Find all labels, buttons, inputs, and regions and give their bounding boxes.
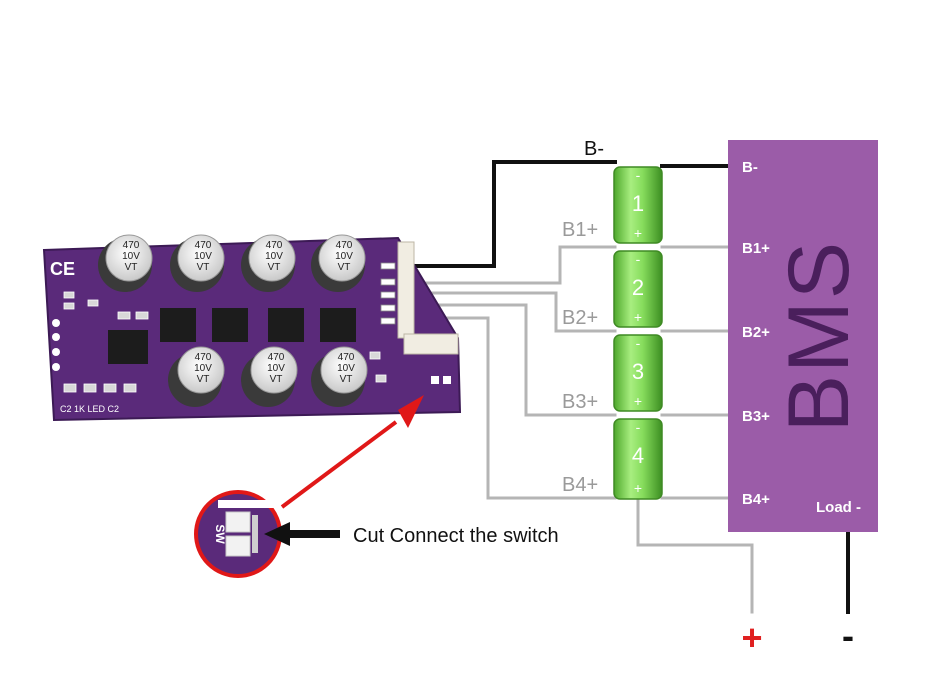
svg-text:VT: VT (197, 374, 210, 385)
svg-text:470: 470 (338, 352, 355, 363)
wire-b3 (410, 303, 617, 417)
bms-terminal-b-minus: B- (742, 159, 758, 176)
svg-text:470: 470 (195, 240, 212, 251)
svg-text:+: + (634, 225, 642, 241)
capacitors-bottom: 470 10V VT 470 10V VT 470 10V VT (168, 346, 368, 407)
zoom-pad-bottom (225, 535, 251, 557)
svg-text:470: 470 (268, 352, 285, 363)
wire-labels: B- B1+ B2+ B3+ B4+ (562, 138, 604, 496)
callout-arrowhead (398, 395, 424, 428)
wire-b4 (410, 316, 617, 500)
svg-text:10V: 10V (335, 251, 353, 262)
svg-text:+: + (634, 393, 642, 409)
svg-text:10V: 10V (194, 363, 212, 374)
svg-text:+: + (634, 309, 642, 325)
svg-text:-: - (636, 167, 641, 183)
jst-connector (397, 241, 415, 339)
wire-b-minus (410, 160, 617, 268)
label-b3: B3+ (562, 391, 598, 413)
cell-number-3: 3 (632, 359, 644, 384)
svg-text:470: 470 (195, 352, 212, 363)
svg-text:VT: VT (125, 262, 138, 273)
output-plus-sign: + (741, 617, 762, 658)
svg-text:10V: 10V (267, 363, 285, 374)
switch-pads (431, 376, 451, 384)
svg-text:VT: VT (338, 262, 351, 273)
svg-text:VT: VT (340, 374, 353, 385)
label-b-minus: B- (584, 138, 604, 160)
battery-stack: - 1 + - 2 + - 3 + - 4 + (613, 166, 663, 500)
bms-terminal-b2: B2+ (742, 324, 770, 341)
svg-text:10V: 10V (194, 251, 212, 262)
zoom-pad-label: SW (213, 524, 227, 544)
svg-text:10V: 10V (265, 251, 283, 262)
output-minus-sign: - (842, 615, 854, 656)
svg-text:470: 470 (336, 240, 353, 251)
battery-cell-4: - 4 + (613, 418, 663, 500)
ic-chips (108, 308, 356, 364)
zoom-pad-top (225, 511, 251, 533)
cell-number-4: 4 (632, 443, 644, 468)
smd-components (63, 291, 387, 393)
test-pads (52, 319, 60, 371)
wire-b1 (410, 245, 617, 285)
label-b4: B4+ (562, 474, 598, 496)
capacitors-top: 470 10V VT 470 10V VT 470 10V VT 470 10V… (98, 234, 366, 292)
battery-cell-3: - 3 + (613, 334, 663, 412)
bms-body (728, 140, 878, 532)
wires (410, 160, 850, 614)
svg-text:VT: VT (270, 374, 283, 385)
svg-text:VT: VT (268, 262, 281, 273)
svg-text:-: - (636, 419, 641, 435)
bms-terminal-b4: B4+ (742, 491, 770, 508)
annotation-arrow (264, 522, 340, 546)
battery-cell-2: - 2 + (613, 250, 663, 328)
bms-title: BMS (771, 240, 867, 432)
svg-text:470: 470 (123, 240, 140, 251)
bms-module: BMS B- B1+ B2+ B3+ B4+ Load - (728, 140, 878, 532)
svg-text:-: - (636, 251, 641, 267)
battery-cell-1: - 1 + (613, 166, 663, 244)
cell-number-1: 1 (632, 191, 644, 216)
silk-bottom: C2 1K LED C2 (60, 404, 119, 414)
bms-terminal-b1: B1+ (742, 240, 770, 257)
annotation-text: Cut Connect the switch (353, 525, 559, 547)
wire-output-plus (636, 498, 754, 614)
svg-text:10V: 10V (337, 363, 355, 374)
ce-mark: CE (50, 259, 75, 279)
bms-load-label: Load - (816, 499, 861, 516)
cell-number-2: 2 (632, 275, 644, 300)
svg-text:-: - (636, 335, 641, 351)
svg-text:+: + (634, 480, 642, 496)
svg-text:470: 470 (266, 240, 283, 251)
callout: SW (194, 395, 424, 578)
label-b1: B1+ (562, 219, 598, 241)
wire-b2 (410, 291, 617, 333)
label-b2: B2+ (562, 307, 598, 329)
balancer-board: CE 470 10V VT 470 10V VT 470 (42, 234, 462, 422)
svg-text:VT: VT (197, 262, 210, 273)
connector-pins (380, 262, 396, 325)
callout-line (280, 420, 398, 509)
svg-text:10V: 10V (122, 251, 140, 262)
bms-terminal-b3: B3+ (742, 408, 770, 425)
